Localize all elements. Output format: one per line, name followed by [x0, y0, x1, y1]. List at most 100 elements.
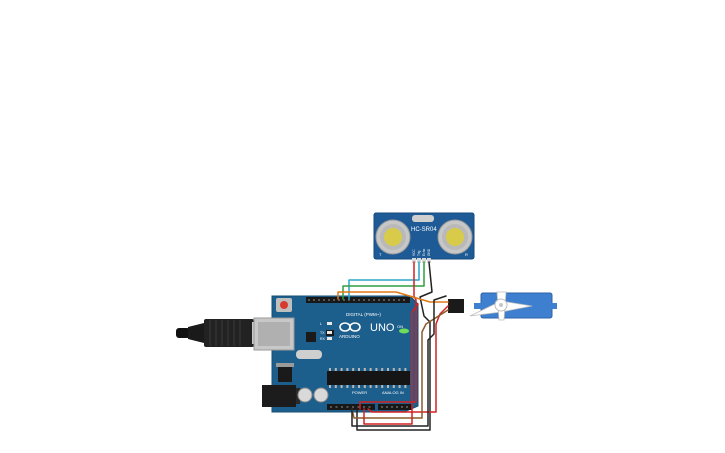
chip-pin: [334, 385, 337, 388]
digital-pin: [313, 299, 315, 301]
sensor-pin-gnd: [427, 258, 431, 263]
digital-pin: [378, 299, 380, 301]
arduino-logo-icon: [339, 322, 361, 332]
uno-label: UNO: [370, 322, 395, 334]
chip-pin: [329, 368, 331, 371]
led-l: [327, 322, 332, 325]
digital-pin: [398, 299, 400, 301]
chip-pin: [334, 368, 337, 371]
arduino-label: ARDUINO: [339, 334, 360, 339]
digital-pin: [323, 299, 325, 301]
analog-pin: [391, 406, 393, 408]
chip-pin: [346, 368, 349, 371]
led-tx-label: TX: [320, 331, 325, 335]
wire-trig[interactable]: [348, 261, 420, 300]
chip-pin: [398, 385, 401, 388]
transducer-icon: [375, 219, 411, 255]
digital-pin: [368, 299, 370, 301]
analog-pin: [406, 406, 408, 408]
wire-servo-gnd[interactable]: [351, 309, 449, 419]
digital-pin: [403, 299, 405, 301]
digital-pin: [358, 299, 360, 301]
analog-pin: [386, 406, 388, 408]
digital-pin: [363, 299, 365, 301]
chip-pin: [329, 385, 331, 388]
crystal: [296, 350, 322, 359]
chip-pin: [363, 385, 366, 388]
power-pin: [363, 406, 365, 408]
wire-sensor-gnd[interactable]: [356, 261, 433, 431]
digital-pin: [343, 299, 345, 301]
chip-pin: [346, 385, 349, 388]
analog-pin: [396, 406, 398, 408]
sensor-mark-r: R: [465, 252, 468, 257]
transducer-icon: [437, 219, 473, 255]
capacitor: [313, 387, 329, 403]
sensor-pin-label: Trig: [417, 250, 421, 256]
servo-motor[interactable]: [448, 291, 557, 321]
digital-pin: [388, 299, 390, 301]
wire-extra-red[interactable]: [363, 303, 419, 425]
reset-button[interactable]: [276, 298, 292, 312]
power-pin: [352, 406, 354, 408]
chip-pin: [358, 368, 360, 371]
wire-extra-black[interactable]: [351, 295, 447, 427]
chip-pin: [381, 368, 384, 371]
digital-pin: [318, 299, 320, 301]
digital-pin: [373, 299, 375, 301]
sensor-pin-trig: [417, 258, 421, 263]
wire-servo-vcc[interactable]: [367, 305, 449, 413]
sensor-model-label: HC-SR04: [411, 227, 437, 233]
analog-pin: [401, 406, 403, 408]
analog-header-label: ANALOG IN: [382, 390, 404, 395]
chip-pin: [404, 368, 407, 371]
servo-horn-icon[interactable]: [469, 291, 533, 321]
sensor-mark-t: T: [379, 252, 382, 257]
led-rx-label: RX: [320, 337, 326, 341]
on-led: [399, 328, 409, 334]
power-pin: [368, 406, 371, 408]
chip-pin: [387, 385, 389, 388]
on-led-label: ON: [397, 324, 403, 329]
led-tx: [327, 331, 332, 334]
digital-pin: [383, 299, 385, 301]
wire-sensor-vcc[interactable]: [359, 261, 417, 410]
chip-pin: [404, 385, 407, 388]
power-header[interactable]: [327, 404, 375, 410]
power-pin: [341, 406, 343, 408]
digital-pin: [353, 299, 355, 301]
chip-pin: [369, 368, 372, 371]
chip-pin: [340, 385, 343, 388]
chip-pin: [398, 368, 401, 371]
sensor-pin-label: VCC: [412, 249, 416, 256]
led-rx: [327, 337, 332, 340]
sensor-pin-echo: [422, 258, 426, 263]
analog-pin: [381, 406, 383, 408]
chip-pin: [352, 385, 355, 388]
power-pin: [357, 406, 360, 408]
chip-pin: [392, 368, 395, 371]
arduino-uno-board[interactable]: DIGITAL (PWM~) UNO ARDUINO POWER ANALOG …: [253, 295, 419, 413]
power-jack[interactable]: [262, 385, 296, 407]
chip-pin: [352, 368, 355, 371]
digital-header-label: DIGITAL (PWM~): [346, 312, 381, 317]
wires: [337, 261, 449, 431]
chip-pin: [375, 368, 378, 371]
wire-servo-signal[interactable]: [337, 291, 449, 303]
sensor-crystal: [412, 215, 434, 222]
power-pin: [346, 406, 349, 408]
chip-pin: [363, 368, 366, 371]
power-pin: [330, 406, 332, 408]
chip-pin: [340, 368, 343, 371]
sensor-pin-label: GND: [427, 248, 431, 256]
chip-pin: [369, 385, 372, 388]
digital-pin: [333, 299, 335, 301]
chip-pin: [381, 385, 384, 388]
usb-cable-icon[interactable]: [176, 319, 266, 347]
capacitor: [297, 387, 313, 403]
digital-pin: [328, 299, 330, 301]
led-l-label: L: [320, 322, 322, 326]
analog-header[interactable]: [378, 404, 412, 410]
